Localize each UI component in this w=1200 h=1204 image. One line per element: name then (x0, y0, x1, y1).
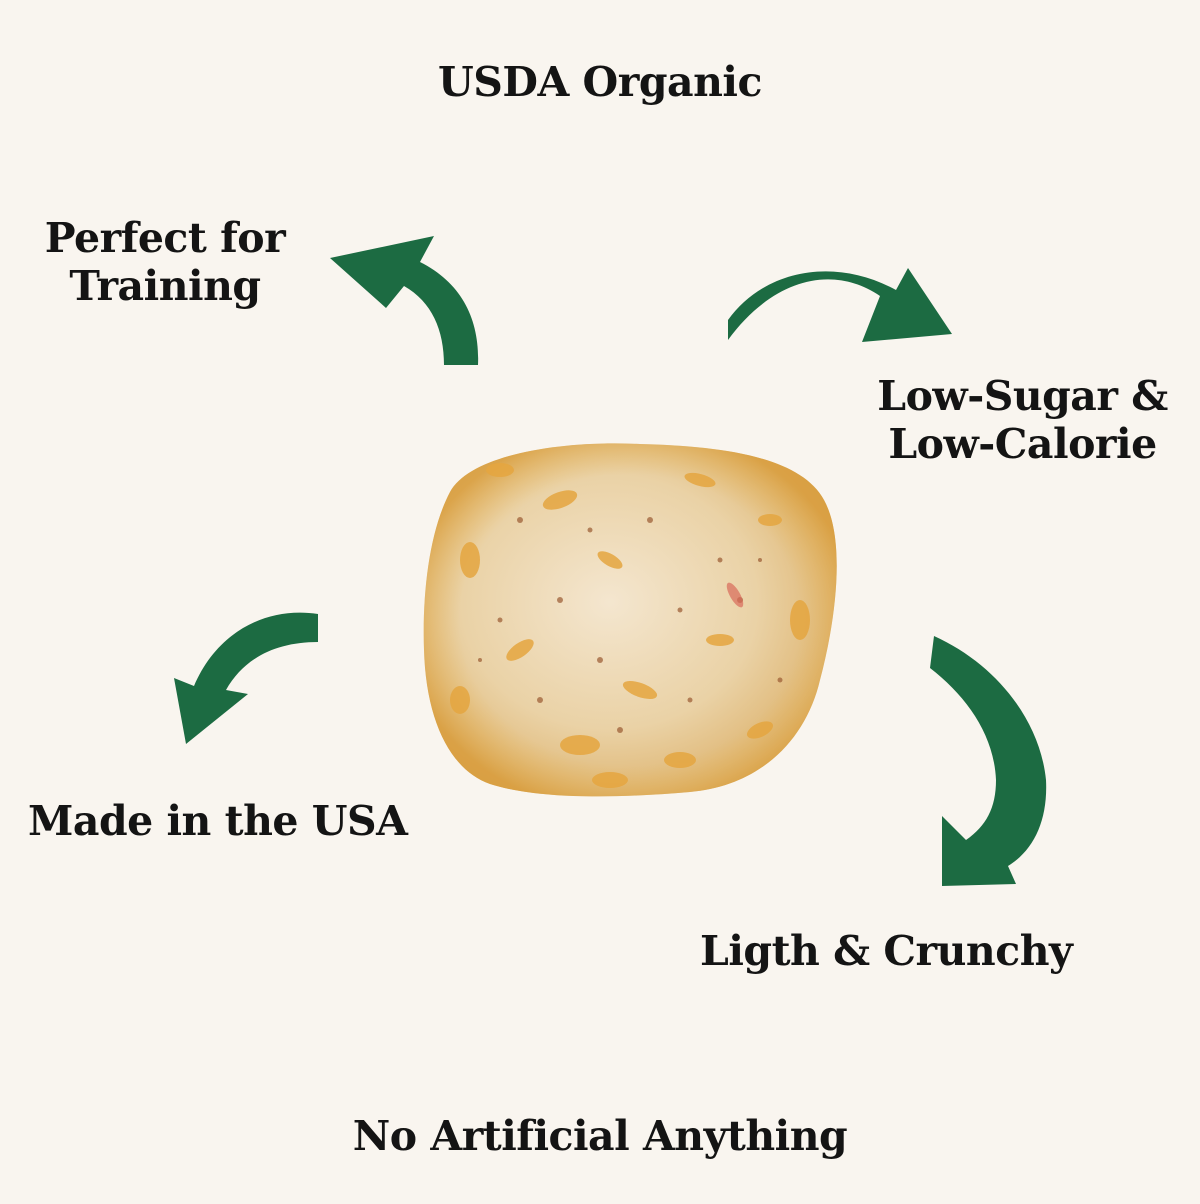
feature-sugar-line-2: Low-Calorie (888, 420, 1157, 469)
feature-training-line-1: Perfect for (44, 214, 286, 262)
feature-perfect-for-training: Perfect for Training (40, 214, 290, 311)
feature-low-sugar-low-calorie: Low-Sugar & Low-Calorie (870, 372, 1175, 469)
feature-sugar-line-1: Low-Sugar & (877, 372, 1168, 420)
feature-made-in-usa: Made in the USA (28, 797, 408, 845)
feature-light-crunchy: Ligth & Crunchy (700, 927, 1073, 975)
feature-no-artificial: No Artificial Anything (352, 1112, 848, 1160)
feature-usda-organic: USDA Organic (438, 58, 762, 106)
feature-training-line-2: Training (69, 262, 261, 311)
